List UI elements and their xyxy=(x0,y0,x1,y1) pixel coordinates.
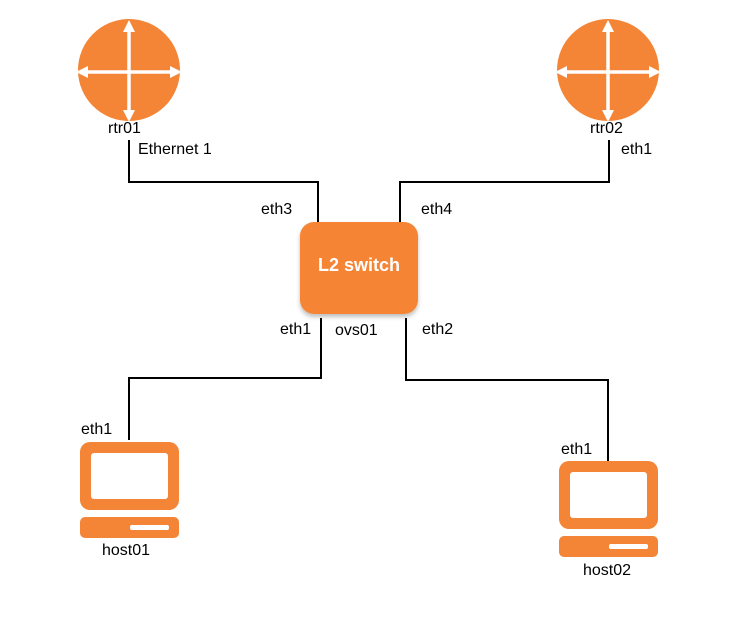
switch-port-eth1-label: eth1 xyxy=(280,321,312,338)
link-rtr01-ovs01 xyxy=(128,140,319,228)
link-host01-ovs01 xyxy=(128,318,322,440)
computer-icon[interactable] xyxy=(80,442,179,538)
host02-port-label: eth1 xyxy=(561,441,593,458)
host01-port-label: eth1 xyxy=(81,421,113,438)
link-host02-ovs01 xyxy=(405,318,609,461)
rtr01-name-label: rtr01 xyxy=(108,120,141,137)
router-icon[interactable] xyxy=(76,19,182,122)
switch-port-eth3-label: eth3 xyxy=(261,201,293,218)
rtr02-port-label: eth1 xyxy=(621,141,653,158)
switch-port-eth4-label: eth4 xyxy=(421,201,453,218)
host02-name-label: host02 xyxy=(583,562,632,579)
host01-name-label: host01 xyxy=(102,542,151,559)
link-rtr02-ovs01 xyxy=(399,140,610,228)
switch-port-eth2-label: eth2 xyxy=(422,321,454,338)
switch-title: L2 switch xyxy=(317,255,401,275)
rtr02-name-label: rtr02 xyxy=(590,120,623,137)
router-icon[interactable] xyxy=(555,19,661,122)
rtr01-port-label: Ethernet 1 xyxy=(138,141,212,158)
switch-icon[interactable] xyxy=(300,222,418,314)
computer-icon[interactable] xyxy=(559,461,658,557)
switch-name-label: ovs01 xyxy=(335,322,378,339)
